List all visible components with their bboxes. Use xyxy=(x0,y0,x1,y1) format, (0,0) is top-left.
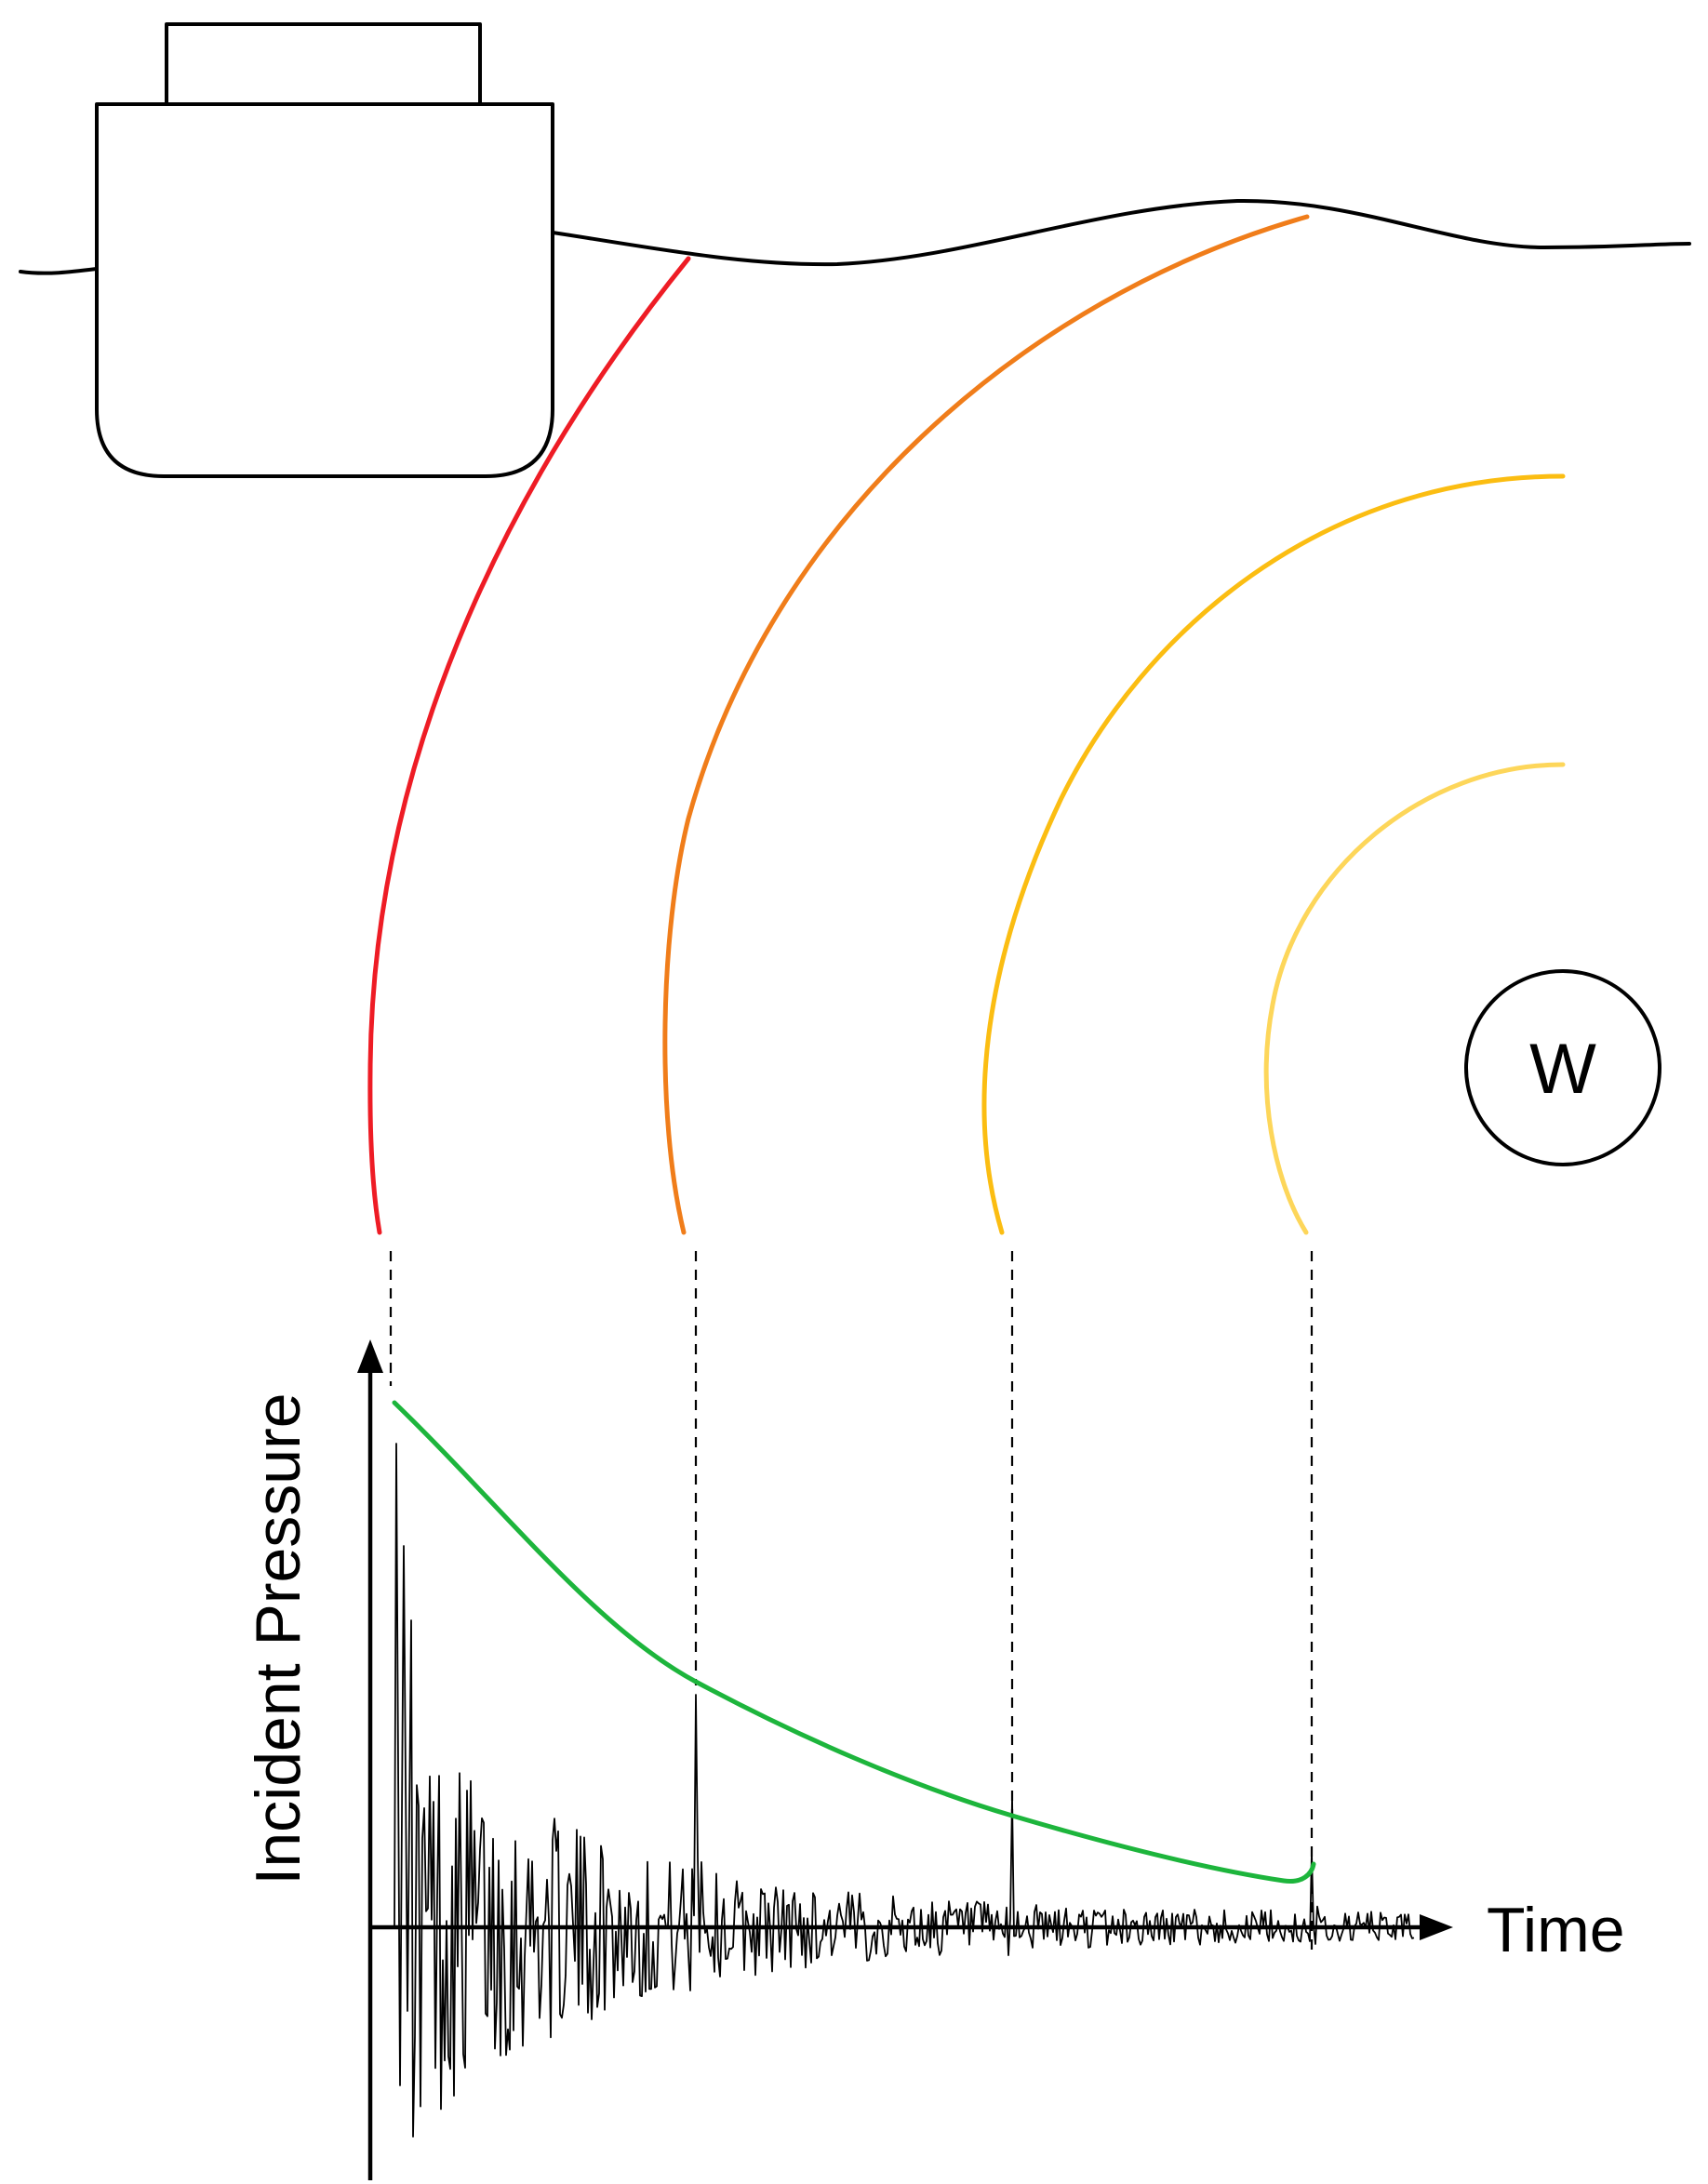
y-axis-arrowhead xyxy=(357,1339,383,1373)
vessel-icon xyxy=(95,22,554,478)
wavefront-2 xyxy=(662,214,1310,1235)
wavefront-4 xyxy=(1263,762,1566,1235)
water-surface xyxy=(19,267,99,275)
charge-label: W xyxy=(1529,1030,1596,1109)
x-axis-label: Time xyxy=(1487,1895,1625,1965)
y-axis-label: Incident Pressure xyxy=(243,1392,314,1884)
vessel-superstructure xyxy=(165,22,482,106)
pressure-envelope xyxy=(392,1400,1316,1884)
water-surface-right xyxy=(551,198,1691,267)
vessel-hull xyxy=(95,102,554,478)
x-axis-arrowhead xyxy=(1420,1914,1453,1940)
plot-axes xyxy=(357,1339,1453,2180)
pressure-signal xyxy=(394,1443,1415,2137)
charge-icon: W xyxy=(1464,969,1661,1166)
wavefront-3 xyxy=(981,473,1566,1235)
wavefront-1 xyxy=(367,256,691,1235)
charge-circle xyxy=(1464,969,1661,1166)
